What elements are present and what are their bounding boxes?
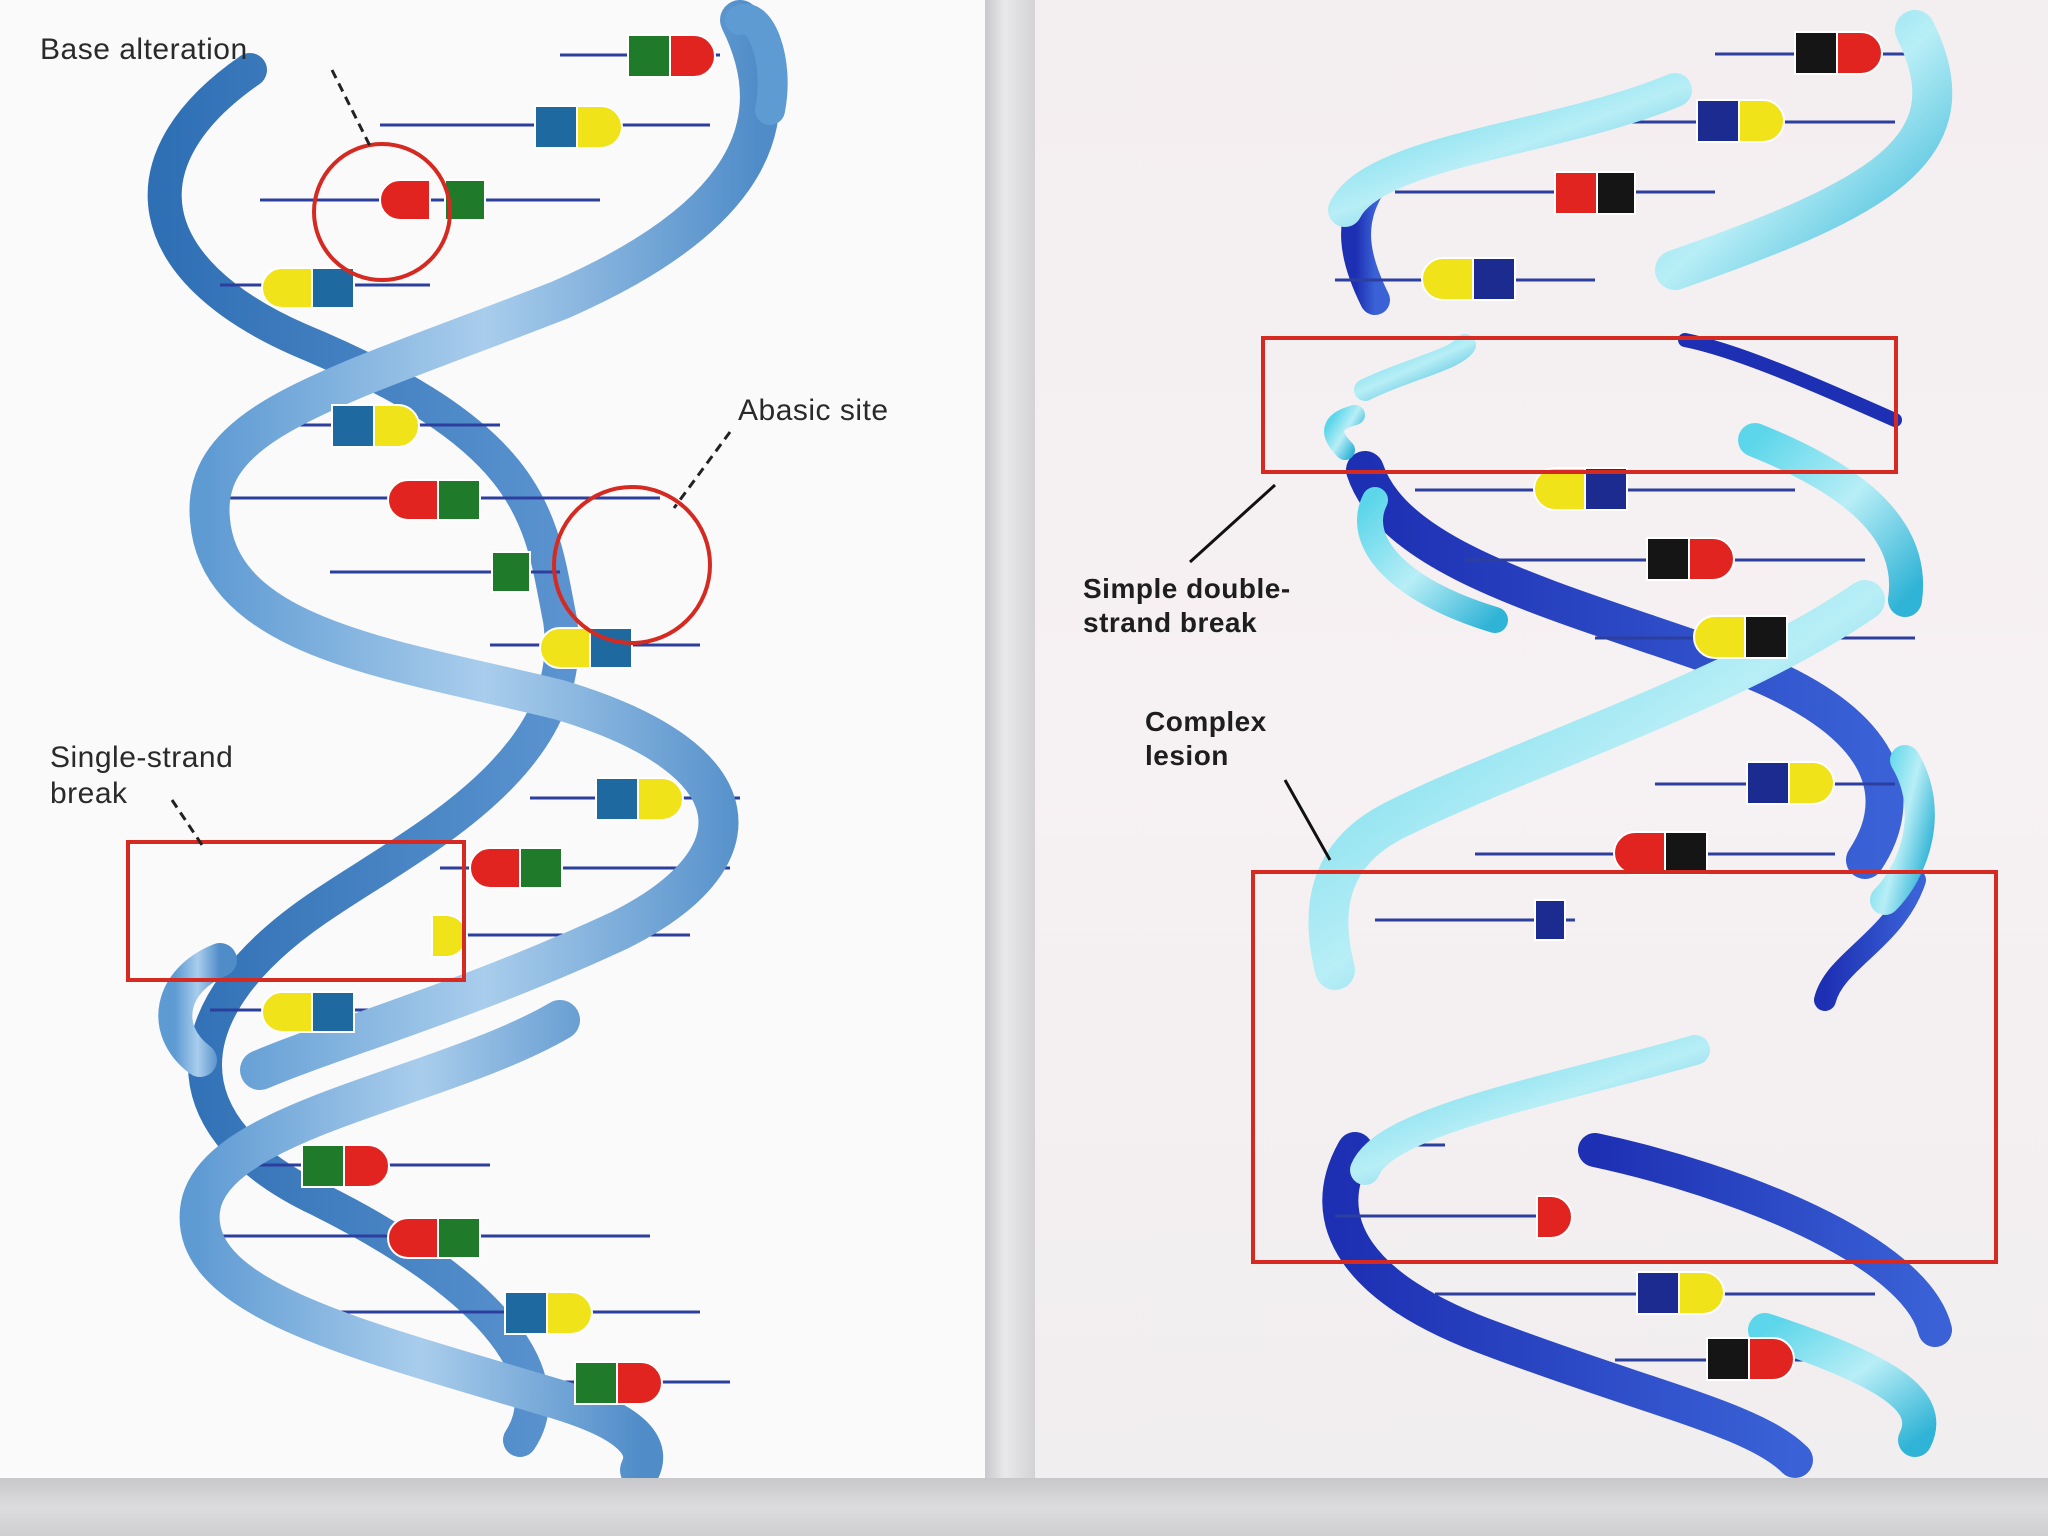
right-dna-helix (1188, 10, 1998, 1478)
backbone-back-strand (147, 53, 579, 1457)
base-alteration-circle (312, 142, 452, 282)
leader-lines (170, 69, 732, 846)
left-dna-helix (126, 0, 788, 1478)
left-diagram-panel: Base alteration Abasic site Single-stran… (0, 0, 985, 1478)
label-single-strand-break: Single-strand break (50, 741, 234, 810)
base-pairs (1421, 31, 1883, 1381)
backbone-front-strand (1308, 10, 1953, 1457)
base-pairs (261, 34, 716, 1405)
right-diagram-panel: Simple double- strand break Complex lesi… (1035, 0, 2048, 1478)
damage-markers (126, 142, 712, 982)
label-complex-lesion: Complex lesion (1145, 706, 1267, 771)
label-abasic-site: Abasic site (738, 394, 889, 427)
complex-lesion-box (1251, 870, 1998, 1264)
label-base-alteration: Base alteration (40, 33, 248, 66)
simple-double-strand-break-box (1261, 336, 1898, 474)
single-strand-break-box (126, 840, 466, 982)
abasic-site-circle (552, 485, 712, 645)
damage-markers (1251, 336, 1998, 1264)
label-simple-double-strand-break: Simple double- strand break (1083, 573, 1291, 638)
panel-divider (985, 0, 1035, 1478)
leader-lines (1188, 483, 1332, 861)
bottom-bar (0, 1478, 2048, 1536)
backbone-front-strand (158, 0, 788, 1478)
